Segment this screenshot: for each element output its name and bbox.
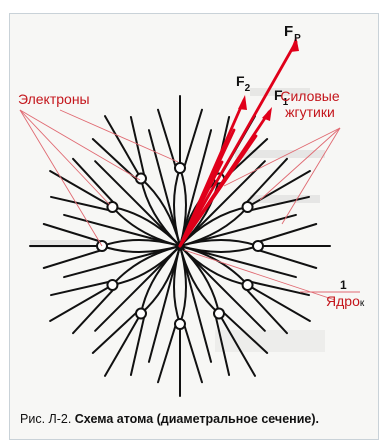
side-cord [221, 310, 269, 354]
side-cord [183, 323, 203, 384]
side-cord [72, 157, 116, 205]
side-cord [72, 287, 116, 335]
side-cord [129, 116, 146, 178]
force-arrow-c [178, 160, 224, 248]
arrow-heads [238, 36, 299, 121]
electron-circle [213, 307, 225, 320]
outer-spoke [104, 115, 142, 180]
electron-circle [174, 318, 186, 330]
side-cord [244, 287, 288, 335]
side-cord [50, 280, 112, 297]
side-cord [157, 108, 177, 169]
electron-circle [241, 201, 254, 213]
electron-circle [106, 279, 119, 291]
outer-spoke [49, 284, 114, 322]
side-cord [50, 195, 112, 212]
side-cord [91, 138, 139, 182]
side-cord [42, 249, 103, 269]
side-cord [257, 249, 318, 269]
label-force-cords-line1: Силовые [280, 88, 340, 104]
outer-spoke [218, 312, 256, 377]
outer-spoke [49, 170, 114, 208]
figure-caption: Рис. Л-2. Схема атома (диаметральное сеч… [20, 412, 319, 426]
side-cord [157, 323, 177, 384]
side-cord [42, 223, 103, 243]
side-cord [257, 223, 318, 243]
force-label-1: F1 [274, 87, 289, 108]
label-marker-one: 1 [340, 278, 347, 292]
force-arrow-b [178, 134, 258, 248]
caption-title: Схема атома (диаметральное сечение). [74, 412, 319, 426]
side-cord [244, 157, 288, 205]
label-nucleus: Ядрок [326, 293, 365, 309]
side-cord [183, 108, 203, 169]
label-force-cords-line2: жгутики [285, 104, 335, 120]
background-ghost-text [30, 88, 325, 352]
electron-circle [241, 279, 254, 291]
outer-spoke [246, 284, 311, 322]
caption-prefix: Рис. Л-2. [20, 412, 75, 426]
force-label-p: FP [284, 23, 301, 44]
arrowhead-2 [238, 95, 247, 110]
arrowhead-p [290, 36, 299, 52]
electron-circle [135, 172, 147, 185]
electron-circle [135, 307, 147, 320]
side-cord [248, 195, 310, 212]
electron-circle [174, 162, 186, 174]
label-electrons: Электроны [18, 91, 90, 107]
callout-lines [19, 109, 360, 301]
side-cord [214, 314, 231, 376]
outer-spoke [104, 312, 142, 377]
side-cord [91, 310, 139, 354]
force-label-2: F2 [236, 73, 251, 94]
side-cord [129, 314, 146, 376]
force-arrow-p [178, 40, 298, 248]
arrowhead-1 [262, 107, 272, 121]
electron-circle [252, 240, 264, 252]
outer-spoke [246, 170, 311, 208]
side-cord [248, 280, 310, 297]
force-arrows [178, 40, 298, 248]
